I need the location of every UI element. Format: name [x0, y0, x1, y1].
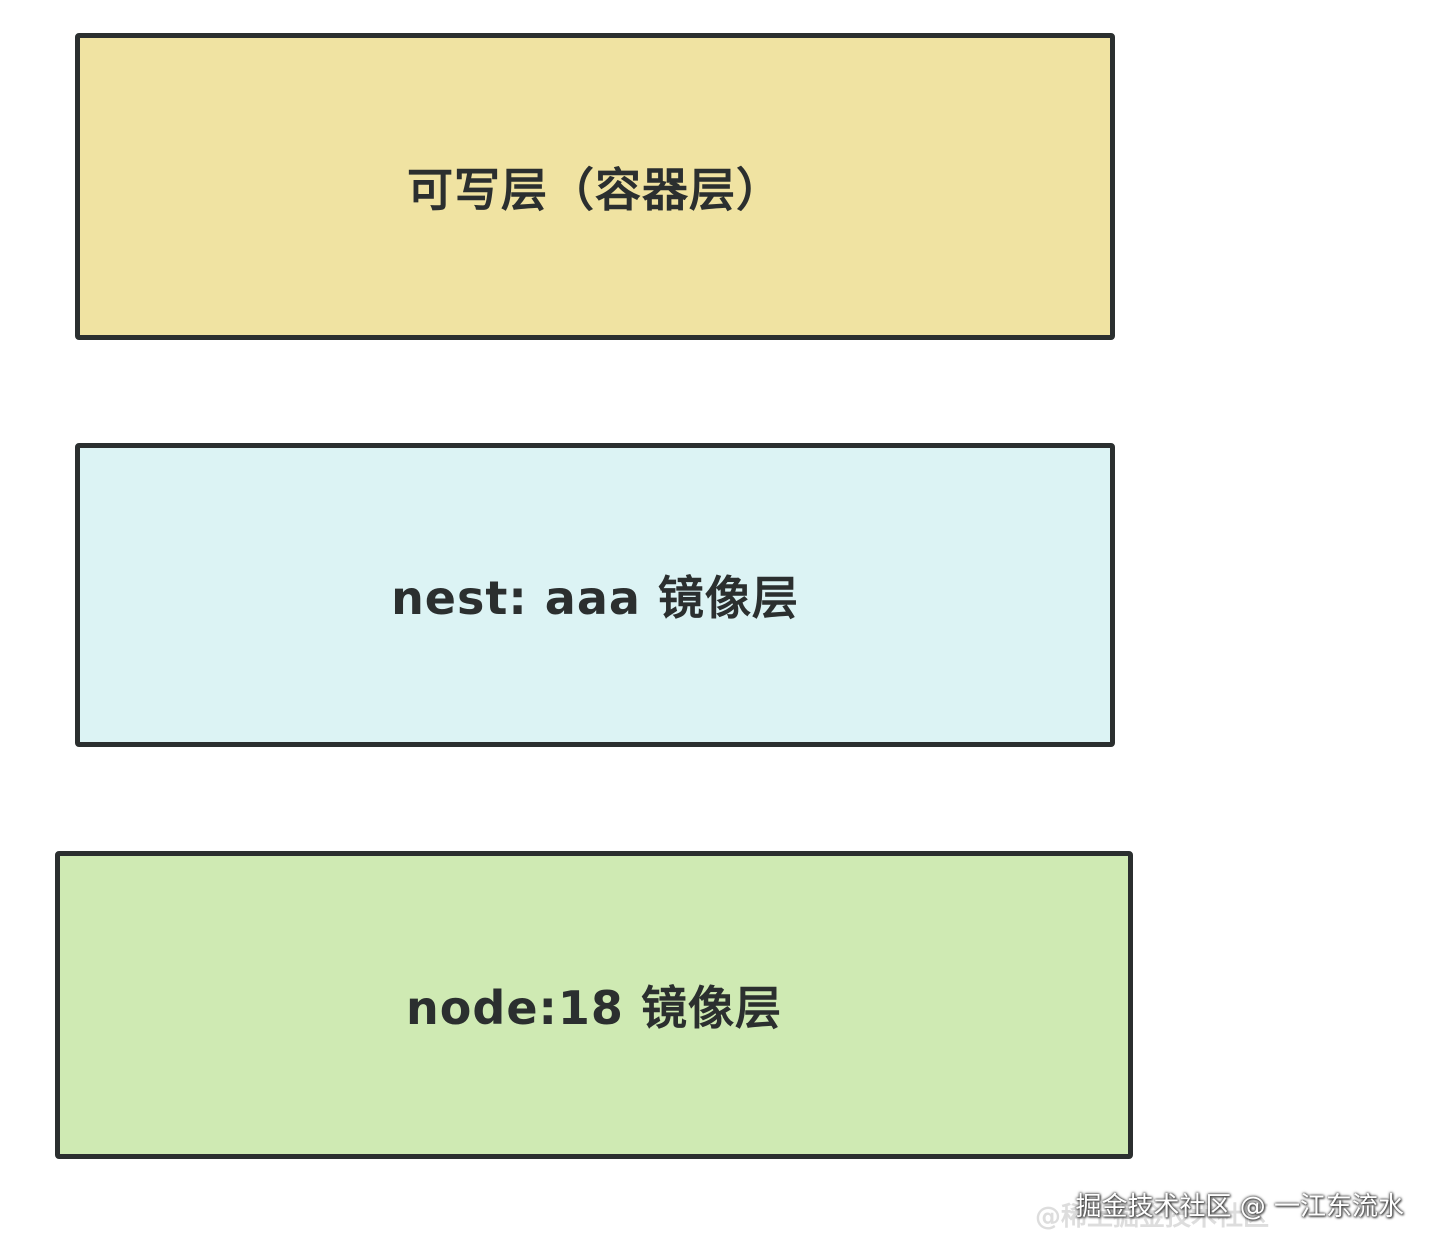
nest-image-layer-box: nest: aaa 镜像层 — [75, 443, 1115, 747]
ghost-watermark: @稀土掘金技术社区 — [1035, 1202, 1270, 1232]
watermark: 掘金技术社区 @ 一江东流水 — [1075, 1192, 1404, 1222]
writable-container-layer-box: 可写层（容器层） — [75, 33, 1115, 340]
node-image-layer-box: node:18 镜像层 — [55, 851, 1133, 1159]
nest-image-layer-label: nest: aaa 镜像层 — [391, 571, 799, 625]
node-image-layer-label: node:18 镜像层 — [406, 981, 782, 1035]
writable-layer-label: 可写层（容器层） — [407, 162, 783, 217]
